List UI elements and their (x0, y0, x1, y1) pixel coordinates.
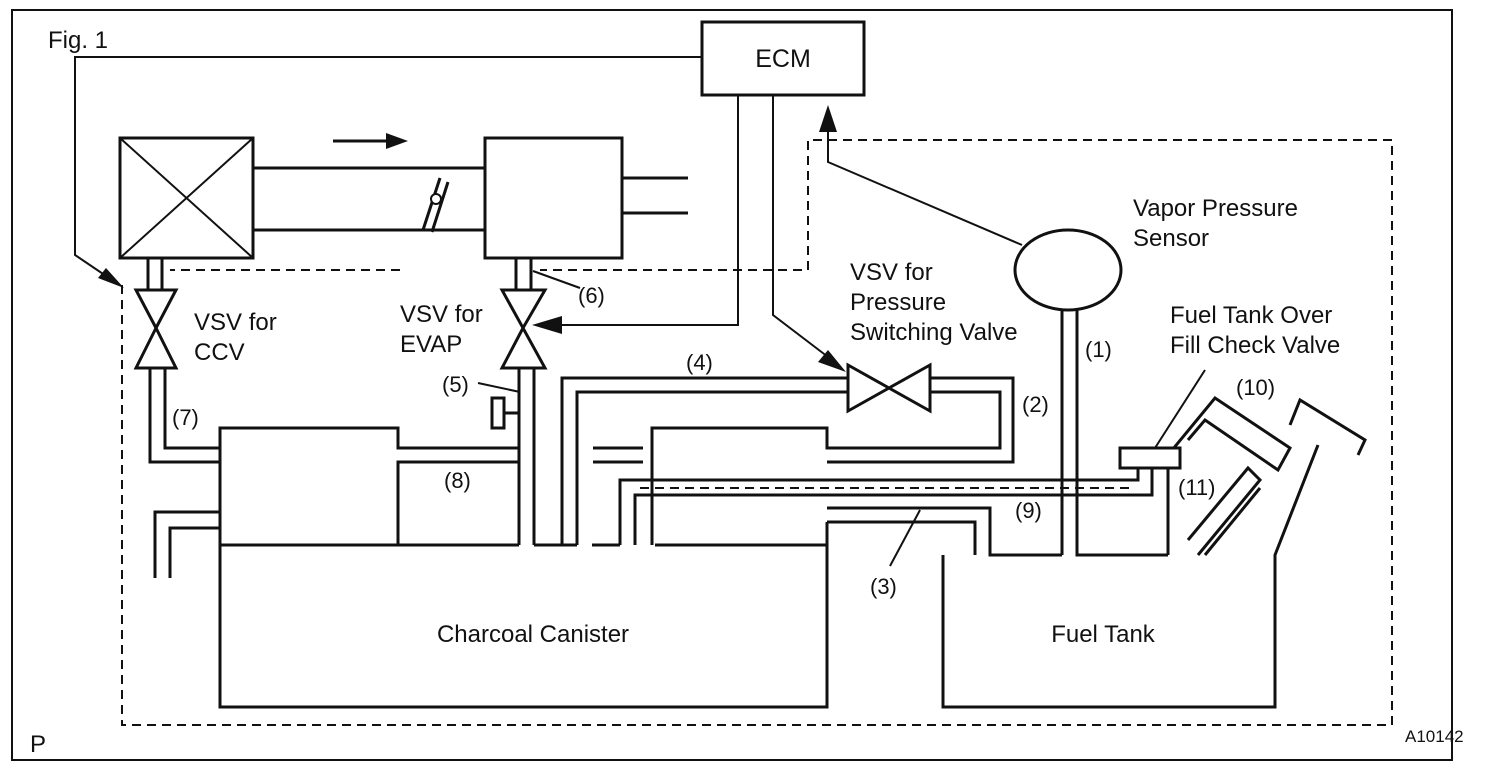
evap-arrowhead (532, 316, 562, 334)
intake-manifold (483, 136, 624, 260)
vsv-ccv-label-2: CCV (194, 339, 245, 366)
vsv-psv-label-1: VSV for (850, 259, 933, 286)
n3-leader (889, 509, 921, 567)
n5-leader (477, 382, 521, 393)
canister-body (218, 426, 829, 709)
pressure-switching-valve (846, 362, 932, 414)
fill-valve-leader (1154, 369, 1206, 449)
ccv-lower-tube (148, 368, 220, 464)
canister-divider (396, 460, 519, 545)
number-8: (8) (444, 468, 471, 493)
ecm-to-ccv-signal (74, 56, 702, 281)
flow-arrowhead (386, 133, 408, 149)
vsv-ccv-valve (133, 288, 179, 370)
vapor-pressure-sensor (1013, 228, 1123, 312)
number-1: (1) (1085, 337, 1112, 362)
corner-code: P (30, 731, 46, 758)
number-2: (2) (1022, 392, 1049, 417)
ccv-upper-tube (146, 258, 164, 290)
canister-right-top (650, 390, 1002, 545)
vapor-sensor-label-2: Sensor (1133, 225, 1209, 252)
vsv-ccv-label-1: VSV for (194, 309, 277, 336)
fill-neck-outer (1288, 397, 1367, 456)
canister-label: Charcoal Canister (437, 621, 629, 648)
throttle-shaft (430, 193, 442, 205)
canister-right-top2 (827, 376, 1015, 464)
number-5: (5) (442, 372, 469, 397)
ccv-arrowhead (98, 268, 124, 288)
number-11: (11) (1178, 475, 1216, 500)
fig-label: Fig. 1 (48, 27, 108, 54)
psv-tube-4 (560, 376, 848, 545)
fresh-air-inlet (153, 510, 220, 578)
psv-arrowhead (818, 350, 846, 372)
tube-9 (618, 468, 1154, 545)
throttle-plate (421, 177, 450, 233)
evap-upper-tube (514, 258, 533, 290)
ecm-to-psv-signal (772, 95, 833, 361)
dashed-boundary (121, 139, 1393, 726)
number-7: (7) (172, 405, 199, 430)
service-port (490, 396, 506, 430)
vsv-psv-label-3: Switching Valve (850, 319, 1018, 346)
fill-valve-label-2: Fill Check Valve (1170, 332, 1340, 359)
number-6: (6) (578, 283, 605, 308)
overfill-check-valve (1118, 446, 1182, 470)
air-cleaner-x (119, 137, 254, 259)
fuel-tank-label: Fuel Tank (1051, 621, 1156, 648)
vsv-evap-label-2: EVAP (400, 331, 462, 358)
ecm-label: ECM (755, 45, 811, 73)
manifold-runners (622, 176, 688, 215)
n6-leader (532, 270, 581, 289)
vsv-psv-label-2: Pressure (850, 289, 946, 316)
vsv-evap-label-1: VSV for (400, 301, 483, 328)
fill-valve-label-1: Fuel Tank Over (1170, 302, 1332, 329)
number-3: (3) (870, 574, 897, 599)
ecm-box (700, 20, 866, 97)
vapor-sensor-label-1: Vapor Pressure (1133, 195, 1298, 222)
ref-code: A10142 (1405, 727, 1464, 746)
sensor-arrowhead (819, 105, 837, 132)
fill-pipe-11 (1203, 487, 1262, 556)
number-4: (4) (686, 350, 713, 375)
canister-right-chamber (593, 446, 643, 464)
sensor-tube (1060, 308, 1130, 557)
vsv-evap-valve (499, 288, 548, 370)
intake-duct (253, 166, 485, 232)
number-10: (10) (1236, 375, 1275, 400)
ecm-to-evap-signal (545, 95, 739, 326)
figure-frame (11, 9, 1453, 761)
sensor-to-ecm-signal (827, 125, 1023, 246)
evap-lower-tube (517, 368, 536, 545)
fuel-tank-body (941, 444, 1320, 709)
tube-3 (827, 506, 1062, 557)
number-9: (9) (1015, 498, 1042, 523)
